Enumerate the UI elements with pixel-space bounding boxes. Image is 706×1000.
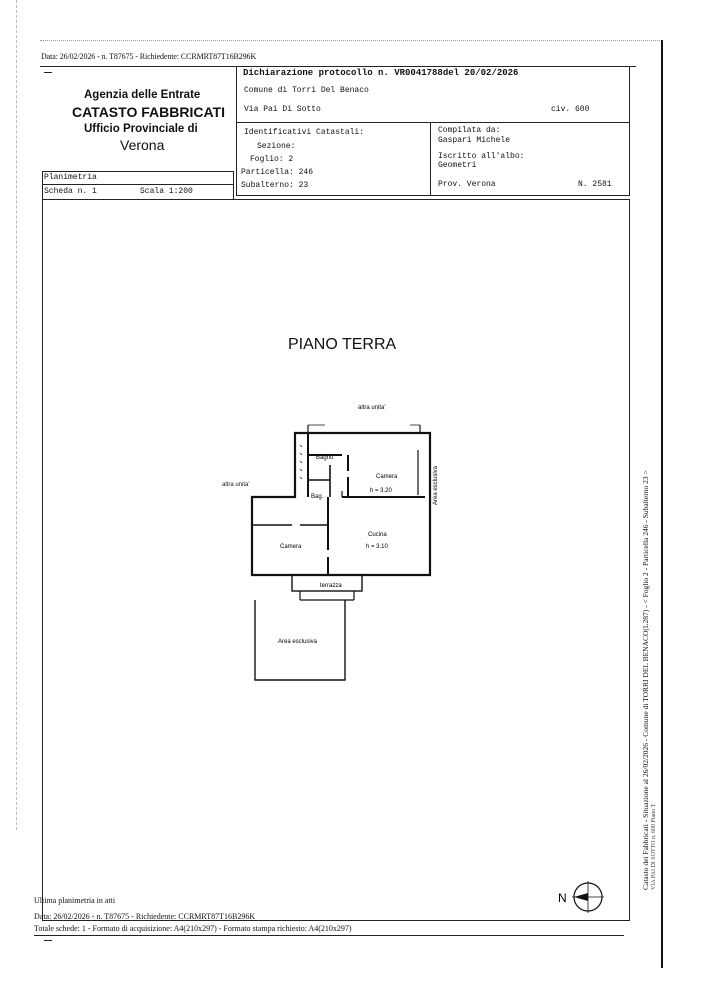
scheda-divider [42,184,233,185]
footer-totale-line: Totale schede: 1 - Formato di acquisizio… [34,924,352,933]
reg-mark-tl [44,72,52,73]
scheda-number: Scheda n. 1 [44,187,97,196]
plan-title: PIANO TERRA [288,336,397,353]
comune-line: Comune di Torri Del Benaco [244,86,369,95]
subalterno-line: Subalterno: 23 [241,181,309,190]
albo-value: Geometri [438,161,477,170]
agency-name: Agenzia delle Entrate [84,89,201,101]
protocol-number: Dichiarazione protocollo n. VR0041788del… [243,68,519,78]
scan-edge-top [40,40,660,41]
foglio-line: Foglio: 2 [250,155,294,164]
compilata-box [430,122,630,196]
compilata-name: Gaspari Michele [438,136,511,145]
footer-data-line: Data: 26/02/2026 - n. T87675 - Richieden… [34,912,256,921]
label-altra-unita-top: altra unita' [358,405,386,411]
prov-label: Prov. Verona [438,180,496,189]
top-request-line: Data: 26/02/2026 - n. T87675 - Richieden… [41,52,257,61]
planimetria-label: Planimetria [44,173,97,182]
albo-number: N. 2581 [578,180,612,189]
label-area-esclusiva-bottom: Area esclusiva [278,639,318,645]
scan-edge-left [16,0,17,830]
side-cadastral-text: Catasto dei Fabbricati - Situazione al 2… [641,470,650,890]
sezione-line: Sezione: [257,142,296,151]
footer-rule [34,935,624,936]
north-arrow-icon: N [558,881,604,913]
side-address-text: VIA PAI DI SOTTO n. 600 Piano T [651,803,657,890]
label-bagno: Bagno [316,455,334,461]
label-altra-unita-left: altra unita' [222,482,250,488]
ultima-planimetria: Ultima planimetria in atti [34,896,116,905]
label-area-esclusiva-right: Area esclusiva [433,465,439,505]
scala-label: Scala 1:200 [140,187,193,196]
identificativi-heading: Identificativi Catastali: [244,128,365,137]
via-line: Via Pai Di Sotto [244,105,321,114]
iscritto-label: Iscritto all'albo: [438,152,525,161]
ufficio-label: Ufficio Provinciale di [84,123,198,135]
page-border-right [661,40,663,968]
civico: civ. 600 [551,105,590,114]
label-camera-1: Camera [376,474,398,480]
catasto-title: CATASTO FABBRICATI [72,104,225,120]
label-camera-2: Camera [280,544,302,550]
label-cucina: Cucina [368,532,387,538]
compilata-heading: Compilata da: [438,126,501,135]
label-h-310: h = 3.10 [366,544,389,550]
reg-mark-bl [44,940,52,941]
svg-text:N: N [558,891,567,905]
label-terrazza: terrazza [320,583,342,589]
label-bag: Bag. [311,494,324,500]
city-label: Verona [120,137,165,153]
floor-plan: altra unita' Bagno Camera h = 3.20 Bag. … [250,405,439,681]
drawing-frame [42,199,630,921]
label-h-320: h = 3.20 [370,488,393,494]
particella-line: Particella: 246 [241,168,314,177]
